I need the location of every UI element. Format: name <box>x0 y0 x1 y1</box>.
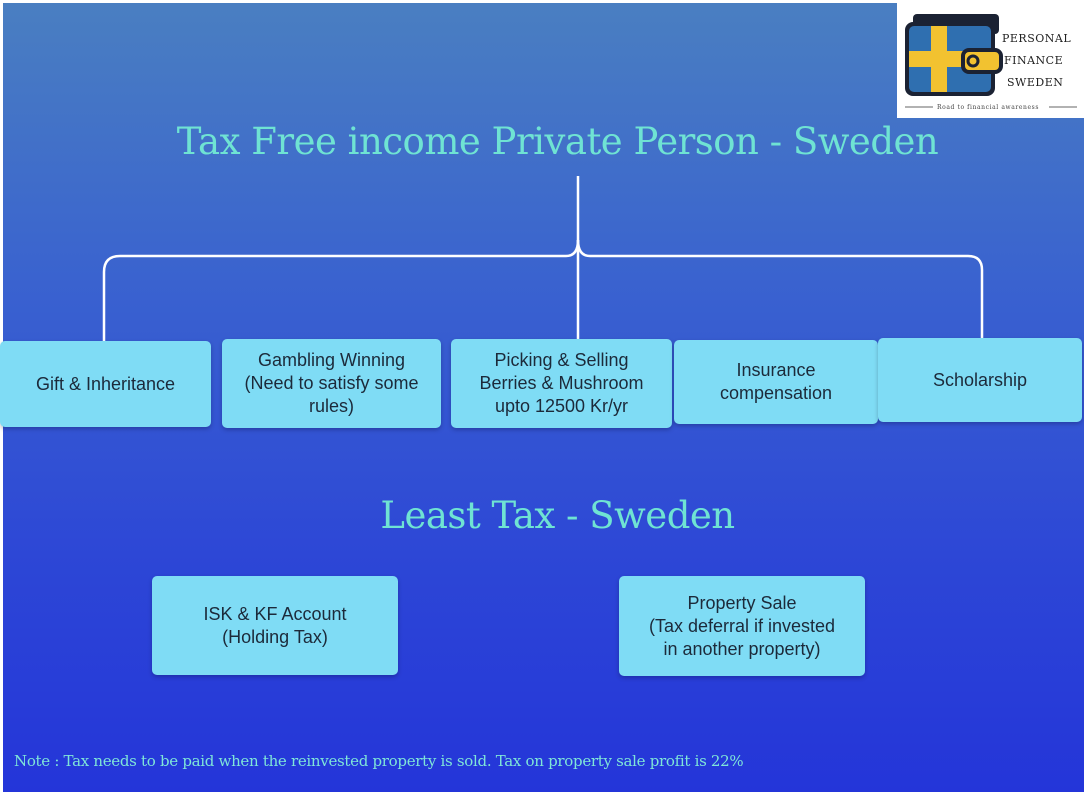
tax-free-item-insurance-compensation: Insurance compensation <box>674 340 878 424</box>
tax-free-item-scholarship: Scholarship <box>878 338 1082 422</box>
tax-free-item-gambling-winning: Gambling Winning (Need to satisfy some r… <box>222 339 441 428</box>
least-tax-item-isk-kf-account: ISK & KF Account (Holding Tax) <box>152 576 398 675</box>
logo-text-sweden: SWEDEN <box>1007 76 1064 89</box>
footnote: Note : Tax needs to be paid when the rei… <box>14 752 744 770</box>
logo: PERSONAL FINANCE SWEDEN Road to financia… <box>897 0 1084 118</box>
connector-right-branch <box>576 176 984 340</box>
section-title-least-tax: Least Tax - Sweden <box>380 494 735 537</box>
page-title: Tax Free income Private Person - Sweden <box>176 120 939 163</box>
logo-text-personal: PERSONAL <box>1002 32 1072 45</box>
logo-text-finance: FINANCE <box>1004 54 1064 67</box>
logo-tagline: Road to financial awareness <box>937 104 1039 111</box>
tax-free-item-gift-inheritance: Gift & Inheritance <box>0 341 211 427</box>
least-tax-item-property-sale: Property Sale (Tax deferral if invested … <box>619 576 865 676</box>
wallet-icon <box>905 14 1077 108</box>
tax-free-item-berries-mushroom: Picking & Selling Berries & Mushroom upt… <box>451 339 672 428</box>
connector-left-branch <box>102 239 580 342</box>
